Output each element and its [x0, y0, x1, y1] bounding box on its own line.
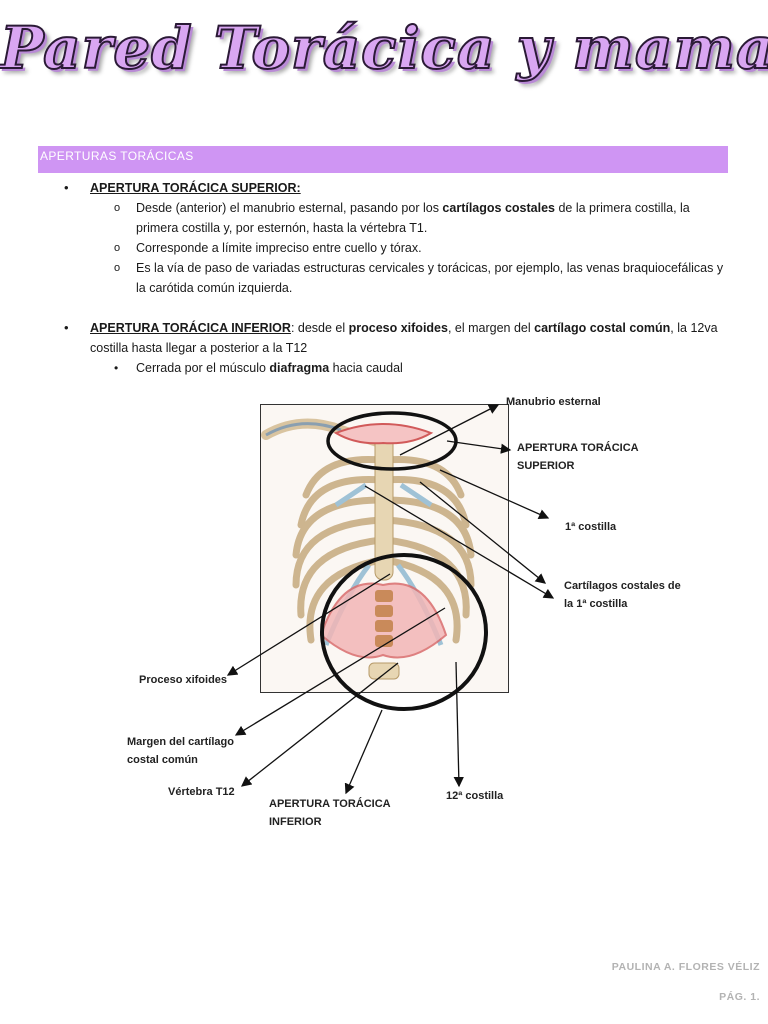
- section-heading: APERTURAS TORÁCICAS: [40, 149, 194, 163]
- page-title: Pared Torácica y mama: [0, 13, 768, 83]
- superior-item-2: Corresponde a límite impreciso entre cue…: [136, 241, 422, 255]
- circle-bullet-icon: o: [114, 242, 121, 254]
- inferior-paragraph-cont: costilla hasta llegar a posterior a la T…: [90, 341, 308, 355]
- inferior-aperture-ellipse: [320, 553, 488, 711]
- rib-cage-drawing: [261, 418, 475, 680]
- inferior-sub-item: Cerrada por el músculo diafragma hacia c…: [136, 361, 403, 375]
- label-manubrio: Manubrio esternal: [506, 396, 601, 408]
- superior-aperture-ellipse: [326, 411, 458, 471]
- circle-bullet-icon: o: [114, 262, 121, 274]
- circle-bullet-icon: o: [114, 202, 121, 214]
- label-primera-costilla: 1ª costilla: [565, 521, 617, 533]
- superior-item-3: Es la vía de paso de variadas estructura…: [136, 261, 724, 275]
- thorax-illustration: [260, 404, 509, 693]
- superior-heading: APERTURA TORÁCICA SUPERIOR:: [90, 181, 301, 195]
- bullet-icon: •: [64, 320, 69, 335]
- superior-item-3-cont: la carótida común izquierda.: [136, 281, 293, 295]
- label-duodecima-costilla: 12ª costilla: [446, 790, 504, 802]
- superior-item-1: Desde (anterior) el manubrio esternal, p…: [136, 201, 690, 215]
- footer-author: PAULINA A. FLORES VÉLIZ: [611, 961, 760, 973]
- bullet-icon: •: [114, 361, 119, 375]
- footer-page-number: PÁG. 1.: [719, 991, 760, 1003]
- label-vertebra-t12: Vértebra T12: [168, 786, 235, 798]
- inferior-paragraph: APERTURA TORÁCICA INFERIOR: desde el pro…: [90, 321, 718, 335]
- section-heading-bar: APERTURAS TORÁCICAS: [38, 146, 728, 173]
- superior-item-1-cont: primera costilla y, por esternón, hasta …: [136, 221, 428, 235]
- bullet-icon: •: [64, 180, 69, 195]
- label-proceso-xifoides: Proceso xifoides: [139, 674, 228, 686]
